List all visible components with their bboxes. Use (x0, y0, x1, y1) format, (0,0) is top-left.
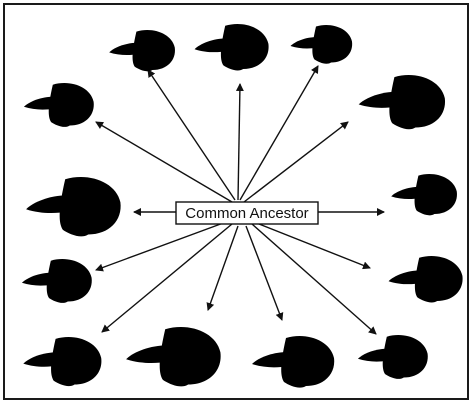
arrow-to-finch-bottom-1 (101, 223, 233, 333)
arrow-to-finch-bottom-2-large (206, 225, 239, 311)
arrow-to-finch-lower-left (95, 221, 227, 272)
arrow-to-finch-bottom-3 (245, 225, 284, 321)
arrow-to-finch-lower-right (253, 221, 371, 270)
arrow-to-finch-upper-left (95, 121, 233, 203)
center-box (175, 201, 319, 225)
arrows (95, 65, 385, 335)
arrow-to-finch-top-3 (239, 65, 319, 201)
arrow-to-finch-top-2 (235, 83, 244, 201)
arrow-to-finch-bottom-4 (251, 223, 377, 335)
center-label: Common Ancestor (185, 205, 308, 222)
arrow-to-finch-top-1 (147, 69, 236, 201)
common-ancestor-node: Common Ancestor (175, 201, 319, 225)
arrow-to-finch-upper-right-large (243, 121, 349, 203)
